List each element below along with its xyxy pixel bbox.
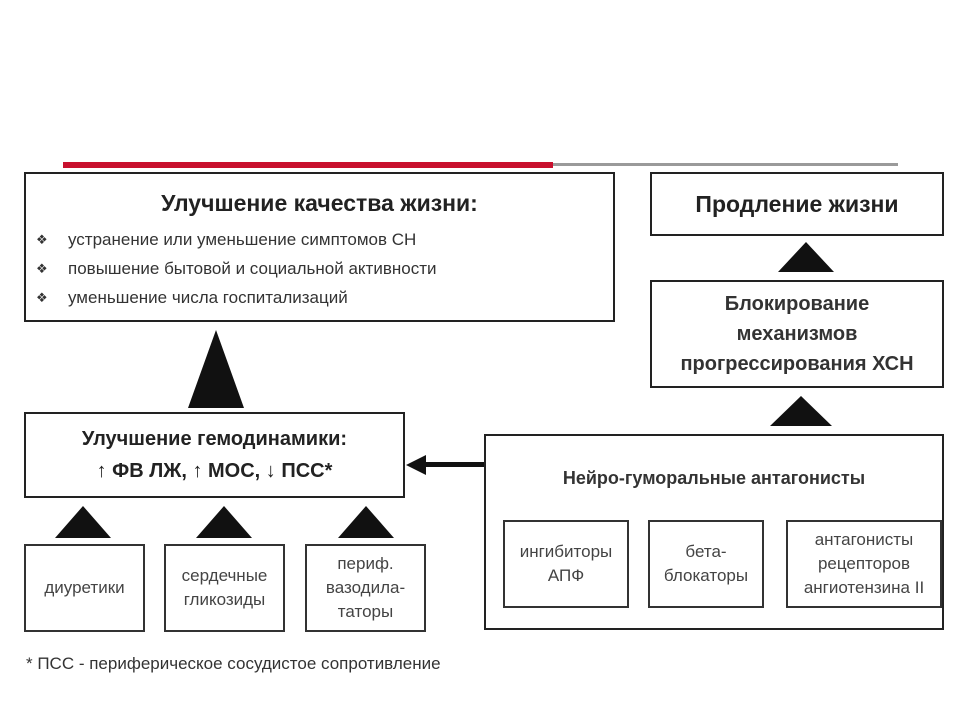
diamond-bullet-icon: ❖ — [36, 232, 48, 247]
arrow-up-icon — [770, 396, 832, 426]
hemodynamics-title: Улучшение гемодинамики: — [81, 428, 348, 450]
arrow-up-icon — [778, 242, 834, 272]
arrow-up-icon — [338, 506, 394, 538]
blocking-line: прогрессирования ХСН — [680, 353, 914, 375]
footnote: * ПСС - периферическое сосудистое сопрот… — [26, 654, 441, 673]
title-rule-gray — [553, 163, 898, 166]
arrow-up-icon — [188, 330, 244, 408]
life-extension-title: Продление жизни — [695, 190, 899, 217]
quality-of-life-box: Улучшение качества жизни: ❖ устранение и… — [24, 172, 615, 322]
life-extension-box: Продление жизни — [650, 172, 944, 236]
arrow-left-icon — [406, 455, 486, 475]
arrow-up-icon — [196, 506, 252, 538]
hemodynamics-subtitle: ↑ ФВ ЛЖ, ↑ МОС, ↓ ПСС* — [96, 460, 333, 482]
beta-blockers-box: бета- блокаторы — [648, 520, 764, 608]
peripheral-vasodilators-box: периф. вазодила- таторы — [305, 544, 426, 632]
blocking-mechanisms-box: Блокирование механизмов прогрессирования… — [650, 280, 944, 388]
blocking-line: Блокирование — [724, 293, 870, 315]
quality-of-life-list: ❖ устранение или уменьшение симптомов СН… — [36, 225, 437, 312]
diamond-bullet-icon: ❖ — [36, 290, 48, 305]
list-item: ❖ повышение бытовой и социальной активно… — [36, 254, 437, 283]
list-item: ❖ уменьшение числа госпитализаций — [36, 283, 437, 312]
list-item: ❖ устранение или уменьшение симптомов СН — [36, 225, 437, 254]
ace-inhibitors-box: ингибиторы АПФ — [503, 520, 629, 608]
diuretics-box: диуретики — [24, 544, 145, 632]
diamond-bullet-icon: ❖ — [36, 261, 48, 276]
cardiac-glycosides-box: сердечные гликозиды — [164, 544, 285, 632]
angiotensin-antagonists-box: антагонисты рецепторов ангиотензина II — [786, 520, 942, 608]
blocking-line: механизмов — [736, 323, 858, 345]
arrow-up-icon — [55, 506, 111, 538]
hemodynamics-box: Улучшение гемодинамики: ↑ ФВ ЛЖ, ↑ МОС, … — [24, 412, 405, 498]
quality-of-life-title: Улучшение качества жизни: — [161, 190, 478, 216]
neurohumoral-title: Нейро-гуморальные антагонисты — [562, 468, 866, 488]
title-rule-red — [63, 162, 553, 168]
